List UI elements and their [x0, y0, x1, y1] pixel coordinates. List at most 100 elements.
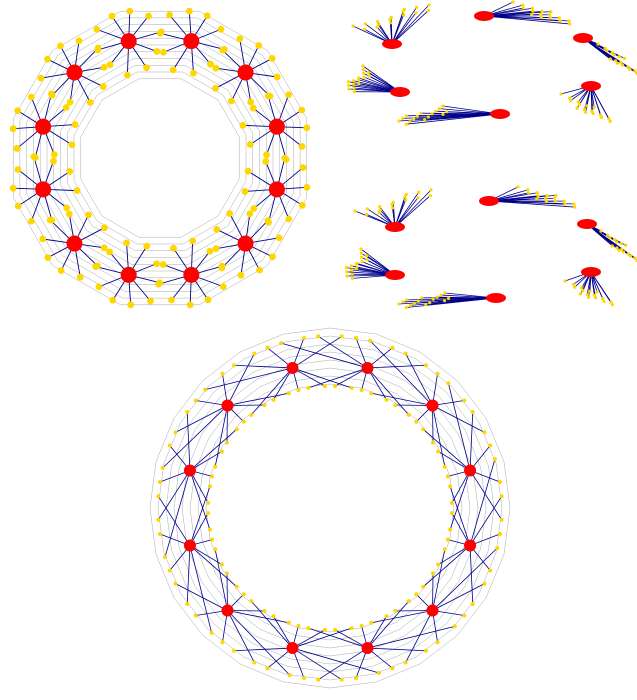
- leaf-node: [462, 613, 467, 618]
- leaf-node: [403, 351, 408, 356]
- leaf-node: [397, 302, 401, 306]
- leaf-node: [594, 296, 598, 300]
- hub-leaf-edge: [292, 647, 379, 674]
- hub-leaf-edge: [367, 364, 426, 369]
- leaf-node: [357, 76, 361, 80]
- hub-leaf-edge: [292, 647, 342, 680]
- hub-leaf-edge: [394, 189, 432, 228]
- leaf-node: [316, 677, 321, 682]
- leaf-node: [166, 11, 173, 19]
- leaf-node: [219, 562, 224, 567]
- ring-polygon: [189, 367, 471, 649]
- leaf-node: [568, 96, 572, 100]
- leaf-node: [608, 119, 612, 124]
- leaf-node: [157, 28, 165, 36]
- leaf-node: [609, 300, 613, 304]
- hub-leaf-edge: [371, 392, 433, 406]
- leaf-node: [262, 402, 267, 407]
- leaf-node: [390, 345, 395, 350]
- leaf-node: [263, 151, 270, 159]
- leaf-node: [608, 57, 612, 61]
- hub-leaf-edge: [394, 195, 431, 228]
- hub-node: [382, 39, 402, 49]
- leaf-node: [540, 9, 544, 13]
- leaf-node: [376, 670, 381, 675]
- hub-leaf-edge: [292, 627, 352, 649]
- hub-leaf-edge: [469, 545, 474, 604]
- leaf-node: [359, 247, 363, 251]
- hub-leaf-edge: [292, 367, 326, 387]
- leaf-node: [421, 427, 426, 432]
- hub-leaf-edges: [13, 11, 307, 305]
- leaf-node: [298, 143, 306, 150]
- leaf-node: [287, 673, 292, 678]
- leaf-node: [203, 12, 211, 20]
- hub-leaf-edge: [488, 200, 575, 205]
- hub-node: [237, 64, 254, 81]
- leaf-node: [106, 248, 113, 256]
- leaf-node: [156, 279, 164, 287]
- leaf-node: [408, 303, 412, 307]
- leaf-node: [365, 212, 369, 216]
- leaf-node: [65, 210, 73, 218]
- hub-leaf-edge: [483, 15, 570, 25]
- leaf-node: [322, 627, 327, 632]
- leaf-node: [563, 202, 567, 206]
- leaf-node: [143, 242, 151, 250]
- leaf-node: [106, 61, 114, 69]
- leaf-node: [209, 630, 214, 635]
- hub-leaf-edge: [308, 627, 368, 649]
- leaf-node: [252, 351, 257, 356]
- leaf-node: [404, 122, 408, 126]
- leaf-node: [345, 270, 349, 274]
- hub-leaf-edge: [398, 113, 501, 122]
- leaf-node: [482, 581, 487, 586]
- hub-leaf-edge: [469, 496, 502, 546]
- leaf-node: [101, 224, 108, 232]
- hub-node: [361, 361, 374, 374]
- hub-node: [120, 33, 137, 50]
- leaf-node: [416, 196, 420, 200]
- leaf-node: [93, 262, 101, 270]
- hub-leaf-edge: [437, 545, 471, 565]
- leaf-node: [443, 291, 447, 295]
- hub-leaf-edge: [422, 428, 471, 471]
- leaf-node: [249, 599, 254, 604]
- hub-node: [486, 293, 506, 303]
- leaf-node: [362, 71, 366, 75]
- hub-leaf-edge: [406, 113, 501, 125]
- hexagon-graph-middle: [344, 185, 637, 310]
- hub-leaf-edge: [158, 470, 191, 520]
- leaf-node: [553, 196, 557, 200]
- hub-node: [426, 604, 439, 617]
- leaf-node: [391, 206, 395, 210]
- leaf-node: [354, 676, 359, 681]
- leaf-node: [241, 419, 246, 424]
- hub-leaf-edge: [281, 342, 368, 369]
- hub-leaf-edge: [439, 108, 501, 115]
- leaf-node: [424, 303, 428, 307]
- leaf-node: [612, 237, 617, 241]
- hub-node: [474, 11, 494, 21]
- leaf-node: [109, 296, 117, 304]
- leaf-node: [234, 584, 239, 589]
- hub-leaf-edge: [292, 367, 352, 389]
- leaf-node: [393, 609, 398, 614]
- leaf-node: [210, 474, 215, 479]
- leaf-node: [306, 626, 311, 631]
- leaf-node: [488, 568, 493, 573]
- leaf-nodes: [346, 0, 637, 126]
- leaf-node: [426, 115, 430, 119]
- hub-leaf-edge: [469, 470, 502, 520]
- leaf-node: [127, 301, 135, 309]
- leaf-node: [169, 66, 177, 74]
- hub-leaf-edge: [590, 85, 610, 120]
- leaf-node: [598, 113, 602, 117]
- leaf-node: [145, 12, 152, 20]
- ring-polygon: [181, 359, 479, 657]
- hub-leaf-edge: [367, 600, 410, 649]
- leaf-node: [365, 207, 369, 211]
- leaf-node: [420, 296, 424, 300]
- leaf-node: [265, 345, 270, 350]
- ring-polygon: [197, 375, 463, 641]
